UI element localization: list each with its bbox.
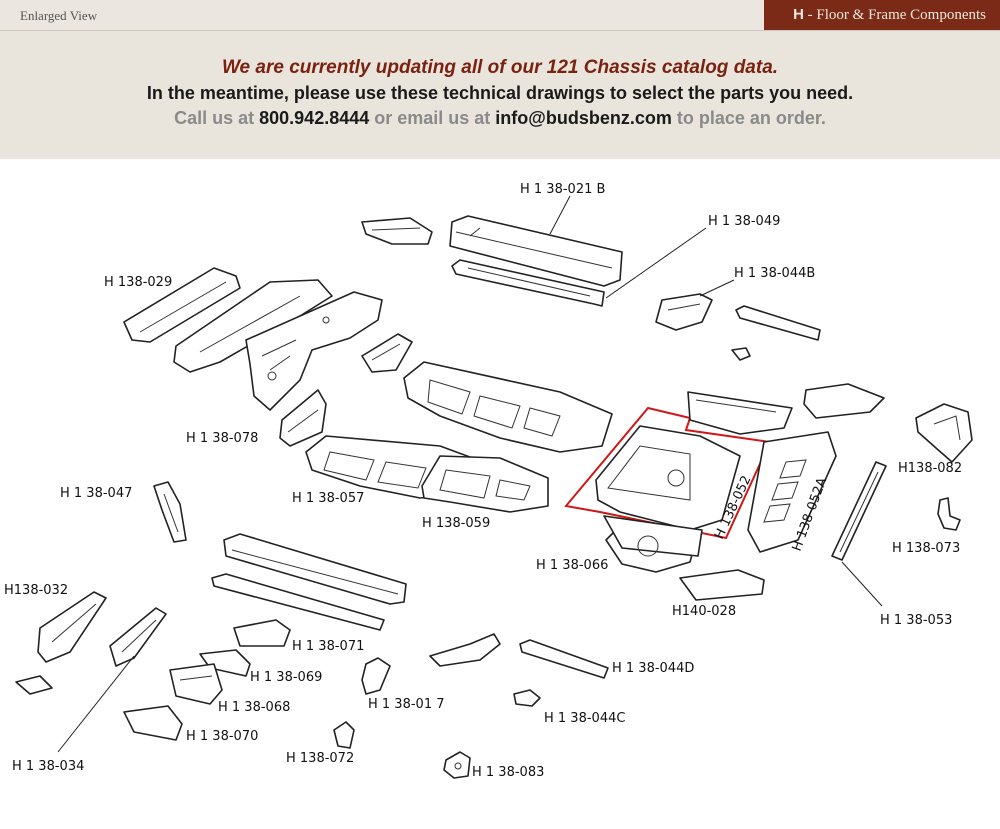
enlarged-view-label: Enlarged View	[20, 8, 98, 23]
section-title: Floor & Frame Components	[816, 7, 986, 23]
notice-instructions: In the meantime, please use these techni…	[146, 83, 854, 103]
part-trunk-box-upper	[687, 391, 793, 435]
notice-headline: We are currently updating all of our 121…	[221, 57, 779, 78]
part-tiny-clip	[731, 347, 751, 361]
contact-text-c: to place an order.	[671, 108, 826, 128]
label-h138-034[interactable]: H 1 38-034	[12, 759, 84, 774]
notice-banner: We are currently updating all of our 121…	[0, 31, 1000, 159]
part-h138-034[interactable]	[109, 607, 167, 667]
section-title-tab[interactable]: H - Floor & Frame Components	[764, 0, 1000, 30]
parts-diagram: H 1 38-021 B H 1 38-049 H 1 38-044B H 13…	[4, 182, 973, 780]
part-h138-070[interactable]	[123, 705, 183, 741]
part-h140-028[interactable]	[679, 569, 765, 601]
part-h138-072[interactable]	[333, 721, 355, 749]
label-h138-021b[interactable]: H 1 38-021 B	[520, 182, 605, 197]
label-h138-059[interactable]: H 138-059	[422, 516, 490, 531]
part-h138-073[interactable]	[937, 497, 961, 531]
notice-contact: Call us at 800.942.8444 or email us at i…	[0, 108, 1000, 129]
part-lower-long-rail	[223, 533, 407, 605]
label-h138-083[interactable]: H 1 38-083	[472, 765, 544, 780]
contact-text-b: or email us at	[369, 108, 496, 128]
part-h138-052-trunk-floor[interactable]	[564, 406, 772, 540]
part-h138-083[interactable]	[443, 751, 471, 779]
label-h138-072[interactable]: H 138-072	[286, 751, 354, 766]
top-bar: Enlarged View H - Floor & Frame Componen…	[0, 0, 1000, 31]
part-small-bracket-top	[361, 217, 433, 245]
part-h138-082[interactable]	[915, 403, 973, 463]
phone-number[interactable]: 800.942.8444	[259, 108, 370, 128]
part-h138-044b[interactable]	[655, 293, 713, 331]
part-upper-floor-pan	[403, 361, 613, 453]
part-h138-068[interactable]	[169, 663, 223, 705]
label-h140-028[interactable]: H140-028	[672, 604, 736, 619]
part-h138-044d-rail[interactable]	[519, 639, 609, 679]
part-quarter-panel	[803, 383, 885, 419]
part-h138-052a[interactable]	[747, 431, 837, 553]
part-h138-044d-bracket[interactable]	[429, 633, 501, 667]
label-h138-078[interactable]: H 1 38-078	[186, 431, 258, 446]
label-h138-047[interactable]: H 1 38-047	[60, 486, 132, 501]
email-link[interactable]: info@budsbenz.com	[495, 108, 672, 128]
part-h138-044c[interactable]	[513, 689, 541, 707]
part-h138-053[interactable]	[831, 461, 887, 561]
label-h138-069[interactable]: H 1 38-069	[250, 670, 322, 685]
part-h138-029-front-frame[interactable]	[123, 267, 383, 411]
part-h138-017[interactable]	[361, 657, 391, 695]
label-h138-068[interactable]: H 1 38-068	[218, 700, 290, 715]
part-h138-078[interactable]	[279, 389, 327, 447]
part-h138-071[interactable]	[233, 619, 291, 647]
part-h138-059[interactable]	[421, 455, 549, 513]
part-lower-sill	[211, 573, 385, 631]
label-h138-053[interactable]: H 1 38-053	[880, 613, 952, 628]
label-h138-066[interactable]: H 1 38-066	[536, 558, 608, 573]
label-h138-071[interactable]: H 1 38-071	[292, 639, 364, 654]
label-h138-082[interactable]: H138-082	[898, 461, 962, 476]
part-small-tab-left	[15, 675, 53, 695]
contact-text-a: Call us at	[174, 108, 260, 128]
section-letter: H	[793, 6, 804, 23]
label-h138-017[interactable]: H 1 38-01 7	[368, 697, 445, 712]
part-h138-047[interactable]	[153, 481, 187, 543]
part-h138-049[interactable]	[451, 259, 605, 307]
part-h138-021b[interactable]	[449, 215, 623, 287]
label-h138-044b[interactable]: H 1 38-044B	[734, 266, 815, 281]
label-h138-073[interactable]: H 138-073	[892, 541, 960, 556]
part-h138-066[interactable]	[603, 515, 703, 573]
label-h138-044d[interactable]: H 1 38-044D	[612, 661, 694, 676]
label-h138-049[interactable]: H 1 38-049	[708, 214, 780, 229]
label-h138-032[interactable]: H138-032	[4, 583, 68, 598]
part-h138-032[interactable]	[37, 591, 107, 663]
label-h138-070[interactable]: H 1 38-070	[186, 729, 258, 744]
label-h138-044c[interactable]: H 1 38-044C	[544, 711, 625, 726]
label-h138-057[interactable]: H 1 38-057	[292, 491, 364, 506]
part-h138-044b-rail[interactable]	[735, 305, 821, 341]
label-h138-029[interactable]: H 138-029	[104, 275, 172, 290]
section-separator: -	[803, 7, 817, 23]
part-small-bracket-center	[361, 333, 413, 373]
